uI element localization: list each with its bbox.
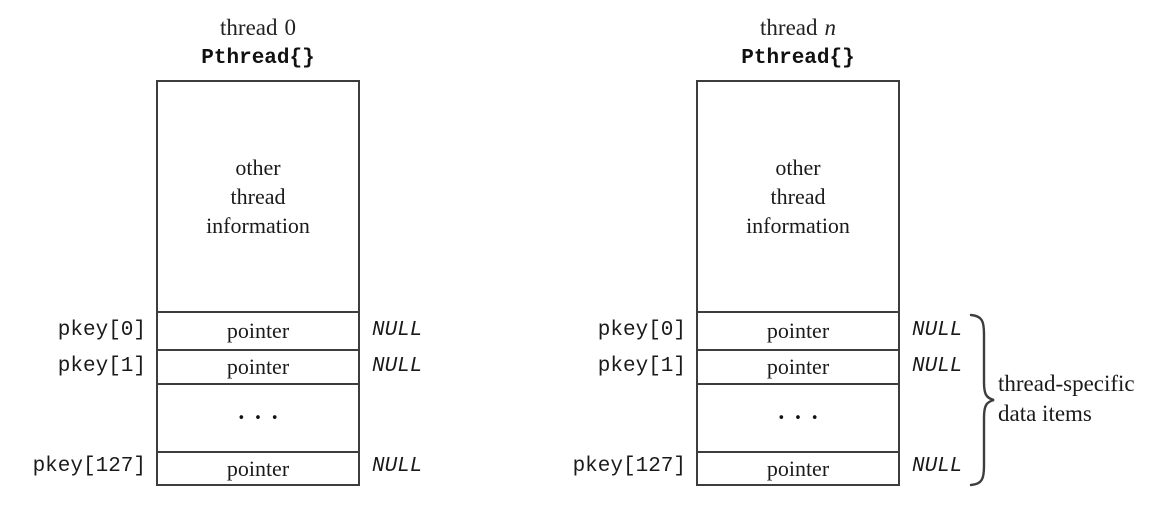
thread-specific-data-annotation: thread-specific data items bbox=[998, 369, 1135, 429]
other-thread-info-cell: other thread information bbox=[698, 82, 898, 311]
info-line: other bbox=[235, 155, 281, 180]
null-value-pkey127: NULL bbox=[912, 455, 963, 478]
pointer-cell-text: pointer bbox=[766, 354, 830, 379]
pthread-struct-box: other thread information pointer pointer… bbox=[696, 80, 900, 486]
pointer-cell-pkey0: pointer bbox=[698, 311, 898, 349]
annotation-line: data items bbox=[998, 401, 1092, 426]
pointer-cell-pkey127: pointer bbox=[698, 451, 898, 484]
pointer-cell-pkey1: pointer bbox=[158, 349, 358, 383]
info-line: other bbox=[775, 155, 821, 180]
ellipsis-cell: ••• bbox=[698, 383, 898, 451]
ellipsis-dots-icon: ••• bbox=[237, 410, 288, 426]
pointer-cell-pkey1: pointer bbox=[698, 349, 898, 383]
other-thread-info-cell: other thread information bbox=[158, 82, 358, 311]
pointer-cell-text: pointer bbox=[766, 455, 830, 481]
null-value-pkey0: NULL bbox=[912, 319, 963, 342]
null-value-pkey127: NULL bbox=[372, 455, 423, 478]
pointer-cell-text: pointer bbox=[766, 318, 830, 343]
pkey1-label: pkey[1] bbox=[597, 355, 686, 378]
info-line: thread bbox=[770, 184, 826, 209]
thread-title-prefix: thread bbox=[760, 15, 818, 40]
pointer-cell-text: pointer bbox=[226, 455, 290, 481]
null-value-pkey1: NULL bbox=[912, 355, 963, 378]
pointer-cell-pkey0: pointer bbox=[158, 311, 358, 349]
right-curly-brace-icon bbox=[969, 313, 995, 487]
pkey1-label: pkey[1] bbox=[57, 355, 146, 378]
pointer-cell-pkey127: pointer bbox=[158, 451, 358, 484]
info-line: information bbox=[206, 213, 310, 238]
null-value-pkey0: NULL bbox=[372, 319, 423, 342]
struct-name-label: Pthread{} bbox=[201, 47, 315, 70]
pkey0-label: pkey[0] bbox=[57, 319, 146, 342]
thread-title-prefix: thread bbox=[220, 15, 278, 40]
pointer-cell-text: pointer bbox=[226, 354, 290, 379]
pkey127-label: pkey[127] bbox=[32, 455, 146, 478]
pthread-struct-box: other thread information pointer pointer… bbox=[156, 80, 360, 486]
info-line: information bbox=[746, 213, 850, 238]
ellipsis-dots-icon: ••• bbox=[777, 410, 828, 426]
annotation-line: thread-specific bbox=[998, 371, 1135, 396]
thread-title-suffix: n bbox=[824, 15, 836, 40]
null-value-pkey1: NULL bbox=[372, 355, 423, 378]
pkey127-label: pkey[127] bbox=[572, 455, 686, 478]
pkey0-label: pkey[0] bbox=[597, 319, 686, 342]
pointer-cell-text: pointer bbox=[226, 318, 290, 343]
thread-title-suffix: 0 bbox=[284, 15, 296, 40]
struct-name-label: Pthread{} bbox=[741, 47, 855, 70]
info-line: thread bbox=[230, 184, 286, 209]
ellipsis-cell: ••• bbox=[158, 383, 358, 451]
